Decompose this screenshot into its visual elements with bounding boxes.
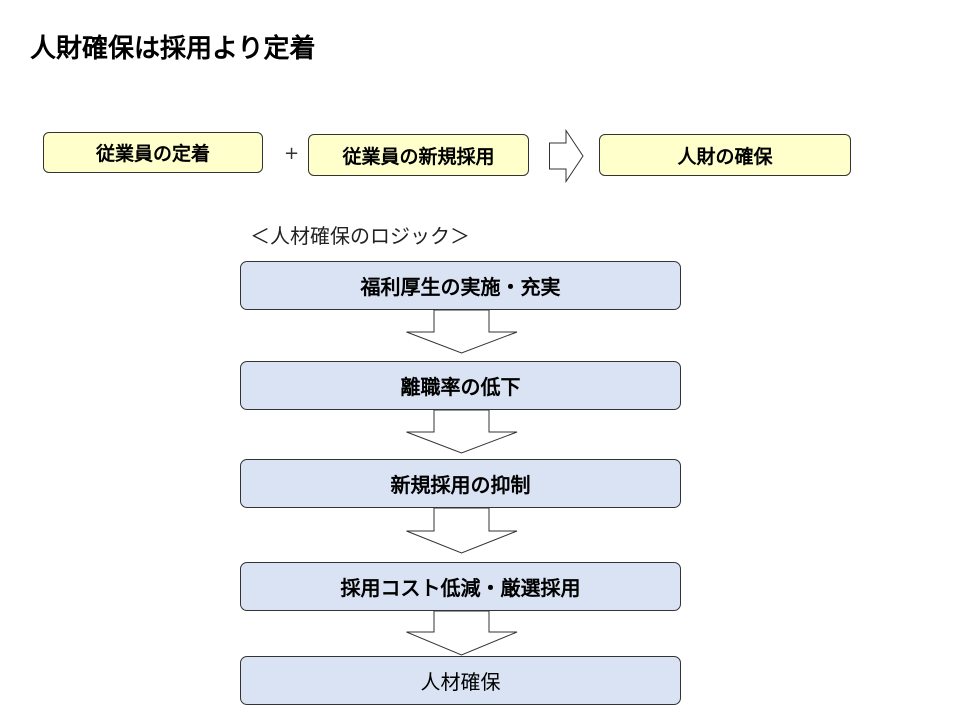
- down-arrow-icon: [406, 309, 518, 354]
- employee-retention-box: 従業員の定着: [43, 132, 263, 173]
- flow-step-welfare: 福利厚生の実施・充実: [240, 261, 681, 310]
- talent-secured-box: 人財の確保: [599, 134, 851, 176]
- plus-sign: +: [284, 143, 300, 164]
- right-arrow-icon: [549, 128, 584, 184]
- new-hiring-box: 従業員の新規採用: [308, 134, 529, 176]
- down-arrow-icon: [406, 507, 518, 554]
- flow-step-talent-secured: 人材確保: [240, 656, 681, 705]
- slide-title: 人財確保は採用より定着: [30, 34, 316, 64]
- flow-step-hiring-control: 新規採用の抑制: [240, 459, 681, 508]
- down-arrow-icon: [406, 610, 518, 656]
- flow-step-cost-reduction: 採用コスト低減・厳選採用: [240, 562, 681, 611]
- down-arrow-icon: [406, 409, 518, 454]
- logic-caption: ＜人材確保のロジック＞: [250, 224, 470, 248]
- flow-step-turnover: 離職率の低下: [240, 361, 681, 410]
